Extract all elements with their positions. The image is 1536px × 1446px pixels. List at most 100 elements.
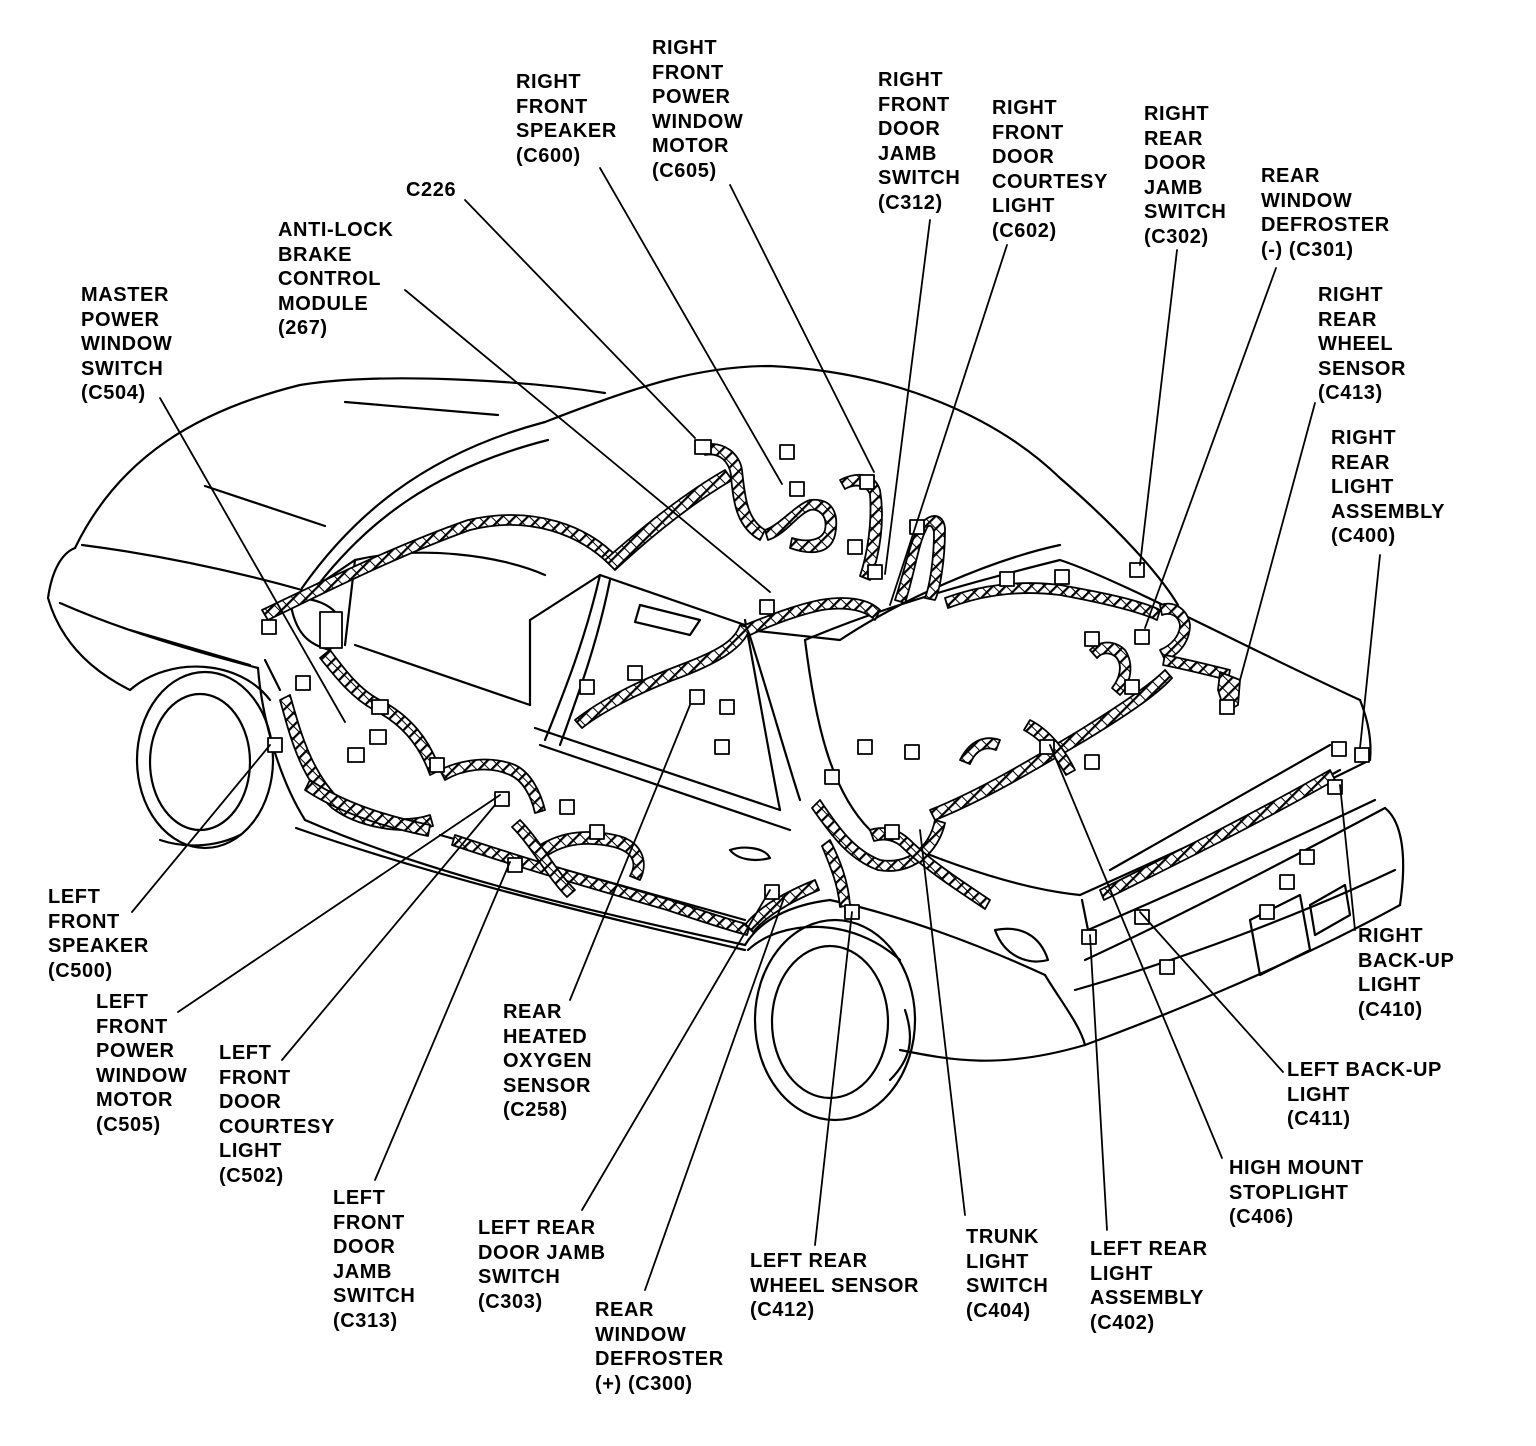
label-line: LEFT [219, 1042, 272, 1064]
label-line: JAMB [333, 1260, 393, 1283]
label-line: TRUNK [966, 1226, 1039, 1248]
label-anti-lock-brake-control-module: ANTI-LOCK BRAKE CONTROL MODULE (267) [278, 218, 393, 341]
label-right-front-door-jamb-switch: RIGHT FRONT DOOR JAMB SWITCH (C312) [878, 68, 960, 216]
label-line: ASSEMBLY [1331, 500, 1446, 523]
label-left-front-door-jamb-switch: LEFT FRONT DOOR JAMB SWITCH (C313) [333, 1186, 415, 1334]
label-line: (C303) [478, 1290, 543, 1313]
label-line: (C605) [652, 159, 717, 182]
label-line: FRONT [516, 95, 588, 118]
label-line: JAMB [878, 142, 938, 165]
label-line: SWITCH [878, 167, 961, 190]
rear-left-wheel [746, 918, 917, 1122]
label-line: COURTESY [219, 1115, 335, 1138]
label-line: SWITCH [478, 1266, 561, 1289]
label-line: WINDOW [81, 333, 173, 356]
label-line: MOTOR [96, 1089, 174, 1112]
label-line: (C302) [1144, 225, 1209, 248]
label-line: (C404) [966, 1299, 1031, 1322]
label-line: LIGHT [1331, 476, 1394, 499]
label-line: WHEEL [1318, 333, 1394, 356]
label-rear-heated-oxygen-sensor: REAR HEATED OXYGEN SENSOR (C258) [503, 1000, 592, 1123]
label-c226: C226 [406, 178, 456, 203]
label-line: STOPLIGHT [1229, 1181, 1349, 1204]
label-line: (C600) [516, 144, 581, 167]
label-line: LIGHT [219, 1140, 282, 1163]
label-left-front-power-window-motor: LEFT FRONT POWER WINDOW MOTOR (C505) [96, 990, 187, 1138]
label-right-rear-wheel-sensor: RIGHT REAR WHEEL SENSOR (C413) [1318, 283, 1406, 406]
label-line: LEFT REAR [1090, 1238, 1208, 1260]
label-line: RIGHT [516, 71, 582, 93]
label-line: LIGHT [1287, 1083, 1350, 1106]
label-line: (+) (C300) [595, 1372, 693, 1395]
label-line: WINDOW [652, 110, 744, 133]
label-rear-window-defroster-pos: REAR WINDOW DEFROSTER (+) (C300) [595, 1298, 724, 1396]
label-line: RIGHT [992, 97, 1058, 119]
label-line: DOOR [1144, 152, 1207, 175]
label-line: (C312) [878, 191, 943, 214]
label-line: FRONT [48, 910, 120, 933]
label-right-front-power-window-motor: RIGHT FRONT POWER WINDOW MOTOR (C605) [652, 36, 743, 184]
label-line: (C400) [1331, 525, 1396, 548]
label-line: HIGH MOUNT [1229, 1157, 1364, 1179]
label-line: C226 [406, 179, 457, 201]
label-left-rear-wheel-sensor: LEFT REAR WHEEL SENSOR (C412) [750, 1249, 919, 1323]
label-line: LIGHT [966, 1250, 1029, 1273]
label-line: REAR [1331, 451, 1391, 474]
label-line: WHEEL SENSOR [750, 1274, 920, 1297]
label-line: DEFROSTER [595, 1348, 724, 1371]
label-line: HEATED [503, 1025, 588, 1048]
label-line: MODULE [278, 292, 369, 315]
label-line: REAR [1318, 308, 1378, 331]
label-line: LEFT [96, 991, 149, 1013]
label-rear-window-defroster-neg: REAR WINDOW DEFROSTER (-) (C301) [1261, 164, 1390, 262]
label-line: (C602) [992, 219, 1057, 242]
label-line: OXYGEN [503, 1050, 593, 1073]
label-master-power-window-switch: MASTER POWER WINDOW SWITCH (C504) [81, 283, 172, 406]
label-line: (267) [278, 317, 328, 340]
label-line: RIGHT [652, 37, 718, 59]
label-line: (C411) [1287, 1108, 1351, 1131]
label-right-rear-light-assembly: RIGHT REAR LIGHT ASSEMBLY (C400) [1331, 426, 1445, 549]
label-line: DOOR [333, 1236, 396, 1259]
label-line: REAR [1261, 165, 1321, 187]
label-line: ANTI-LOCK [278, 219, 394, 241]
label-line: LIGHT [992, 195, 1055, 218]
label-line: FRONT [333, 1211, 405, 1234]
label-trunk-light-switch: TRUNK LIGHT SWITCH (C404) [966, 1225, 1048, 1323]
label-line: (C258) [503, 1099, 568, 1122]
label-line: (-) (C301) [1261, 238, 1354, 261]
label-left-rear-light-assembly: LEFT REAR LIGHT ASSEMBLY (C402) [1090, 1237, 1208, 1335]
label-line: SWITCH [81, 357, 164, 380]
label-line: REAR [595, 1299, 655, 1321]
label-left-front-speaker: LEFT FRONT SPEAKER (C500) [48, 885, 149, 983]
label-line: JAMB [1144, 176, 1204, 199]
label-line: (C412) [750, 1299, 815, 1322]
label-line: BACK-UP [1358, 949, 1455, 972]
label-left-rear-door-jamb-switch: LEFT REAR DOOR JAMB SWITCH (C303) [478, 1216, 606, 1314]
label-line: REAR [503, 1001, 563, 1023]
label-line: DOOR JAMB [478, 1241, 606, 1264]
label-line: POWER [652, 86, 731, 109]
label-line: LEFT [333, 1187, 386, 1209]
label-line: FRONT [992, 121, 1064, 144]
label-right-back-up-light: RIGHT BACK-UP LIGHT (C410) [1358, 924, 1454, 1022]
label-line: REAR [1144, 127, 1204, 150]
label-line: RIGHT [1144, 103, 1210, 125]
label-line: SENSOR [503, 1074, 592, 1097]
label-line: MOTOR [652, 135, 730, 158]
label-line: DOOR [992, 146, 1055, 169]
label-line: (C410) [1358, 998, 1423, 1021]
label-line: FRONT [219, 1066, 291, 1089]
wiring-harness [261, 443, 1336, 936]
label-line: BRAKE [278, 243, 353, 266]
label-line: (C406) [1229, 1206, 1294, 1229]
connectors [261, 439, 1370, 975]
label-line: RIGHT [1358, 925, 1424, 947]
label-line: FRONT [96, 1015, 168, 1038]
label-line: RIGHT [1331, 427, 1397, 449]
label-line: SPEAKER [516, 120, 617, 143]
label-left-front-door-courtesy-light: LEFT FRONT DOOR COURTESY LIGHT (C502) [219, 1041, 335, 1189]
label-line: LEFT REAR [750, 1250, 868, 1272]
label-line: LIGHT [1090, 1262, 1153, 1285]
